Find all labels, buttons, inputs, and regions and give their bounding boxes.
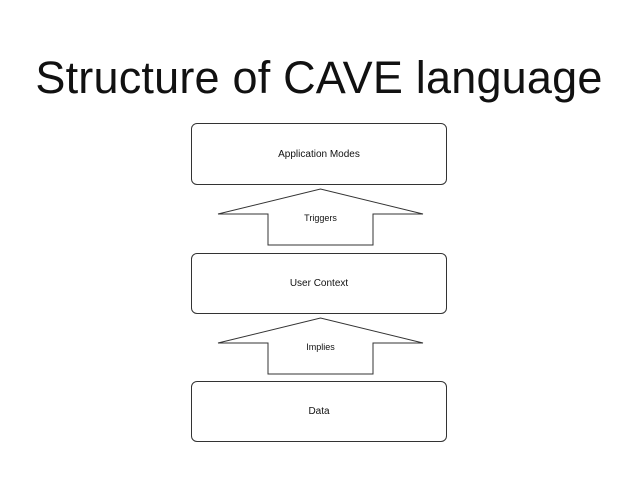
- application-modes-label: Application Modes: [278, 148, 360, 160]
- user-context-box: User Context: [191, 253, 447, 314]
- data-label: Data: [308, 406, 330, 417]
- user-context-label: User Context: [289, 278, 349, 289]
- slide-title: Structure of CAVE language: [35, 52, 603, 103]
- triggers-arrow: Triggers: [217, 188, 424, 246]
- data-box: Data: [191, 381, 447, 442]
- triggers-arrow-shape: [217, 188, 424, 246]
- implies-arrow-shape: [217, 317, 424, 375]
- triggers-label: Triggers: [304, 213, 337, 223]
- implies-label: Implies: [306, 342, 335, 352]
- implies-arrow: Implies: [217, 317, 424, 375]
- application-modes-box: Application Modes: [191, 123, 447, 185]
